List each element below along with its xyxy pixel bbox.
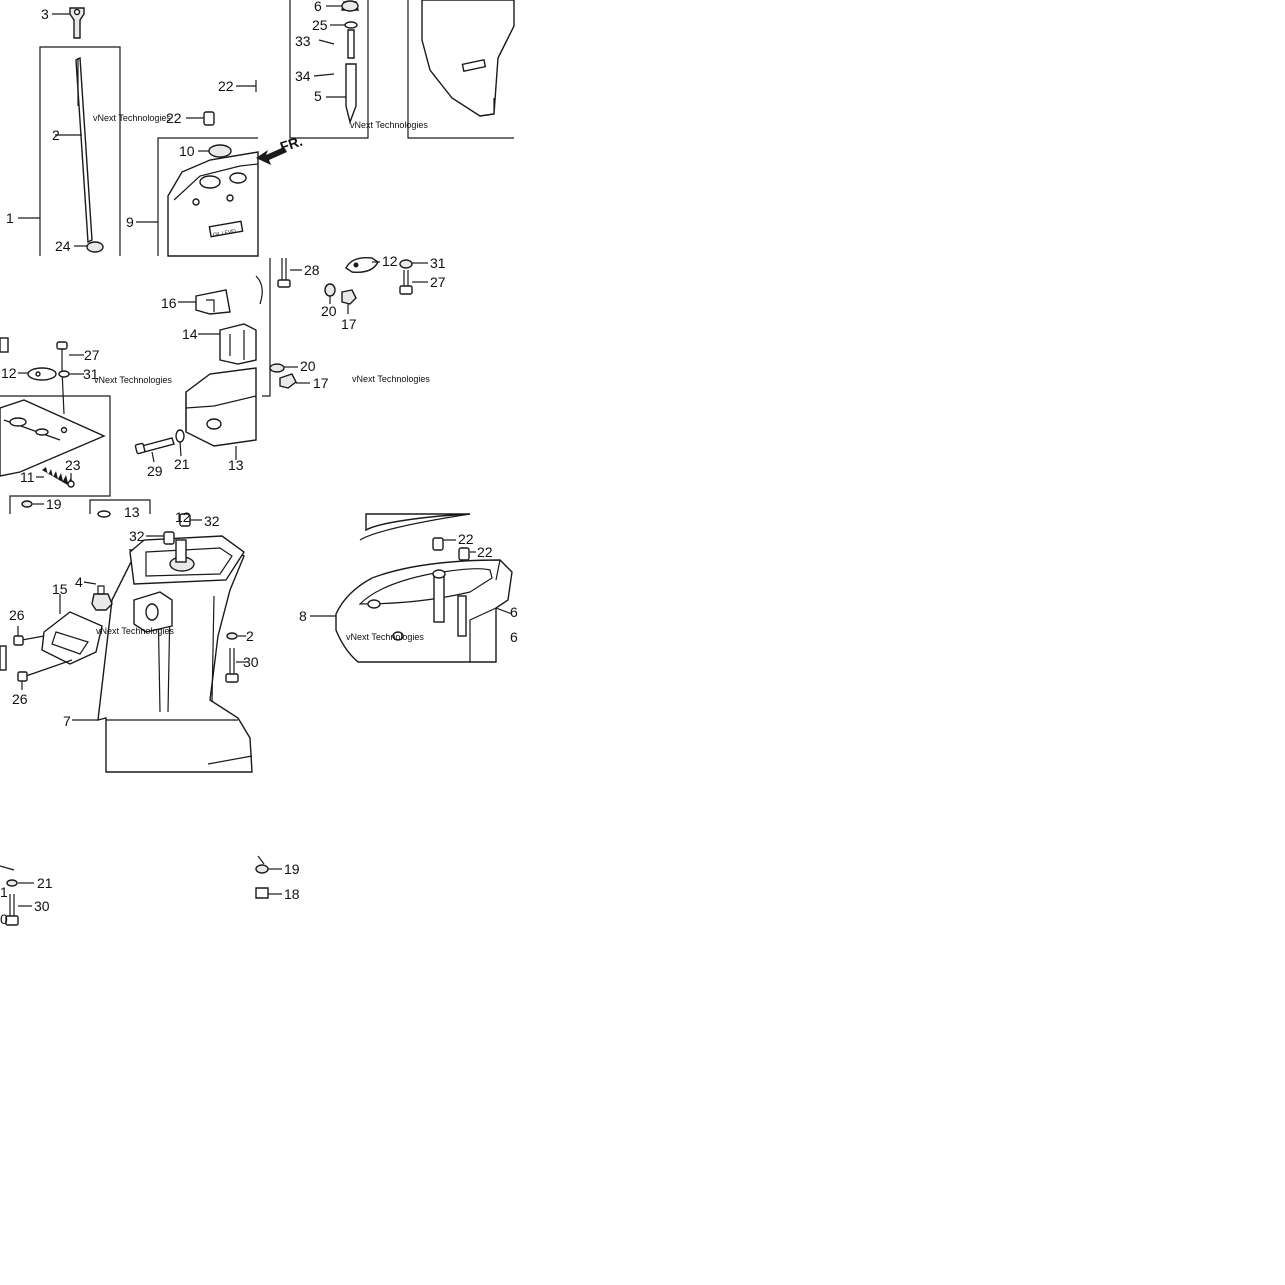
callout-6: 6 (314, 0, 322, 14)
watermark-1: vNext Technologies (93, 113, 171, 123)
callout-1: 1 (6, 210, 14, 226)
callout-9: 9 (126, 214, 134, 230)
cut-label-21: 2 (246, 628, 254, 644)
callout-32b: 32 (129, 528, 145, 544)
cut-label-1: 1 (0, 884, 8, 900)
cut-label-0: 0 (0, 911, 8, 927)
callout-22c: 22 (458, 531, 474, 547)
callout-7: 7 (63, 713, 71, 729)
callout-19b: 19 (284, 861, 300, 877)
tile-shift-rod: OIL LEVEL vNext Technologies (18, 7, 287, 257)
callout-20a: 20 (321, 303, 337, 319)
callout-8: 8 (299, 608, 307, 624)
callout-15: 15 (52, 581, 68, 597)
callout-17a: 17 (341, 316, 357, 332)
callout-17b: 17 (313, 375, 329, 391)
callout-14: 14 (182, 326, 198, 342)
tile-extension-case: vNext Technologies (0, 513, 253, 773)
callout-4: 4 (75, 574, 83, 590)
watermark-5: vNext Technologies (96, 626, 174, 636)
callout-22d: 22 (477, 544, 493, 560)
callout-31a: 31 (83, 366, 99, 382)
callout-34: 34 (295, 68, 311, 84)
callout-13: 13 (228, 457, 244, 473)
callout-27b: 27 (430, 274, 446, 290)
cut-label-6a: 6 (510, 604, 518, 620)
callout-2: 2 (52, 127, 60, 143)
callout-19a: 19 (46, 496, 62, 512)
cut-label-13: 13 (124, 504, 140, 520)
callout-5: 5 (314, 88, 322, 104)
callout-16: 16 (161, 295, 177, 311)
callout-12a: 12 (1, 365, 17, 381)
callout-26b: 26 (12, 691, 28, 707)
callout-3: 3 (41, 6, 49, 22)
callout-23: 23 (65, 457, 81, 473)
callout-31b: 31 (430, 255, 446, 271)
callout-10: 10 (179, 143, 195, 159)
callout-21b: 21 (37, 875, 53, 891)
cut-label-32: 12 (175, 509, 191, 525)
front-marker: FR. (278, 133, 304, 155)
tile-mount-plate: vNext Technologies (0, 275, 263, 518)
callout-33: 33 (295, 33, 311, 49)
watermark-3: vNext Technologies (94, 375, 172, 385)
cut-label-30: 30 (243, 654, 259, 670)
tile-water-tube: vNext Technologies (289, 0, 515, 139)
callout-24: 24 (55, 238, 71, 254)
watermark-4: vNext Technologies (352, 374, 430, 384)
watermark-6: vNext Technologies (346, 632, 424, 642)
callout-27a: 27 (84, 347, 100, 363)
callout-30: 30 (34, 898, 50, 914)
watermark-2: vNext Technologies (350, 120, 428, 130)
oil-level-label: OIL LEVEL (212, 228, 238, 238)
lower-fragments (0, 855, 282, 926)
callout-18: 18 (284, 886, 300, 902)
tile-lower-cover: vNext Technologies (310, 513, 513, 663)
callout-32a: 32 (204, 513, 220, 529)
callout-12b: 12 (382, 253, 398, 269)
callout-26a: 26 (9, 607, 25, 623)
tile-hardware: vNext Technologies (262, 257, 430, 397)
callout-25: 25 (312, 17, 328, 33)
callout-11: 11 (20, 469, 35, 485)
callout-labels: 3 2 1 24 22 22 10 9 FR. 6 25 33 34 5 28 … (0, 0, 518, 927)
callout-20b: 20 (300, 358, 316, 374)
callout-22a: 22 (218, 78, 234, 94)
cut-label-6b: 6 (510, 629, 518, 645)
callout-22b: 22 (166, 110, 182, 126)
callout-28: 28 (304, 262, 320, 278)
callout-29: 29 (147, 463, 163, 479)
callout-21a: 21 (174, 456, 190, 472)
